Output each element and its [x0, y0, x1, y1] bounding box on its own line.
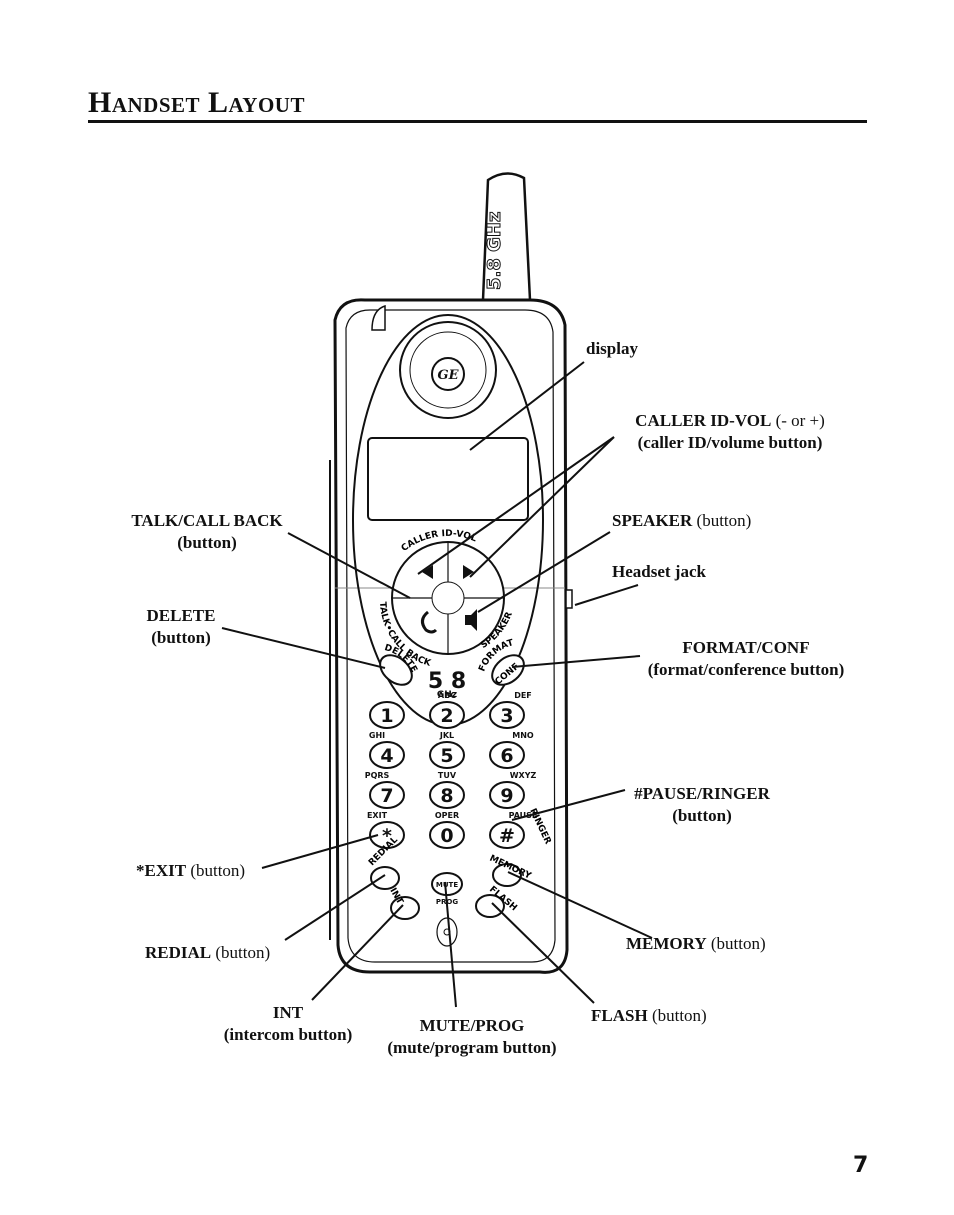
key-digit: 6 — [500, 745, 513, 767]
key-letters: PQRS — [365, 771, 390, 780]
key-letters: WXYZ — [510, 771, 537, 780]
key-star: * EXIT — [367, 811, 405, 849]
key-digit: 0 — [440, 825, 453, 847]
callout-format: FORMAT/CONF(format/conference button) — [647, 638, 845, 679]
title-rule — [88, 120, 867, 123]
key-letters: EXIT — [367, 811, 388, 820]
callout-flash: FLASH (button) — [591, 1006, 707, 1025]
key-digit: 9 — [500, 785, 513, 807]
callout-talk: TALK/CALL BACK(button) — [131, 511, 283, 552]
key-digit: 2 — [440, 705, 453, 727]
callout-delete: DELETE(button) — [146, 606, 216, 647]
key-digit: 5 — [440, 745, 453, 767]
key-letters: OPER — [435, 811, 459, 820]
key-0: 0 OPER — [429, 811, 465, 849]
key-digit: * — [382, 825, 392, 847]
band-big: 5 8 — [428, 669, 466, 694]
callout-memory: MEMORY (button) — [626, 934, 766, 953]
key-8: 8 TUV — [429, 771, 465, 809]
key-1: 1 — [369, 701, 405, 729]
key-digit: 4 — [380, 745, 393, 767]
key-2: 2 ABC — [429, 691, 465, 729]
key-letters: JKL — [439, 731, 454, 740]
ge-logo: GE — [437, 368, 459, 383]
key-5: 5 JKL — [429, 731, 465, 769]
handset-body: GE CALLER ID-VOL TALK•CALL BACK SPEAKER … — [329, 298, 573, 974]
key-letters: DEF — [514, 691, 532, 700]
key-digit: # — [499, 825, 515, 847]
callout-int: INT(intercom button) — [223, 1003, 353, 1044]
key-letters: MNO — [512, 731, 534, 740]
leader-lines — [221, 361, 653, 1008]
display-screen — [367, 437, 529, 521]
callout-caller-id: CALLER ID-VOL (- or +) (caller ID/volume… — [635, 411, 825, 452]
callout-speaker: SPEAKER (button) — [612, 511, 752, 530]
key-letters: ABC — [438, 691, 456, 700]
page-title: Handset Layout — [88, 86, 305, 119]
key-letters: PAUSE — [509, 811, 538, 820]
key-letters: TUV — [438, 771, 457, 780]
key-digit: 1 — [380, 705, 393, 727]
key-9: 9 WXYZ — [489, 771, 537, 809]
antenna: 5.8 GHz — [481, 172, 532, 302]
callout-display: display — [586, 339, 638, 358]
key-digit: 3 — [500, 705, 513, 727]
antenna-label: 5.8 GHz — [484, 212, 505, 290]
key-4: 4 GHI — [369, 731, 405, 769]
callout-pause: #PAUSE/RINGER(button) — [634, 784, 770, 825]
key-digit: 8 — [440, 785, 453, 807]
callout-exit: *EXIT (button) — [136, 861, 246, 880]
callout-mute: MUTE/PROG(mute/program button) — [387, 1016, 557, 1057]
key-7: 7 PQRS — [365, 771, 405, 809]
key-digit: 7 — [380, 785, 393, 807]
band-unit: GHz — [437, 690, 457, 700]
page-number: 7 — [853, 1153, 869, 1178]
mute-key-label: MUTE — [436, 881, 458, 889]
key-hash: # PAUSE — [489, 811, 538, 849]
callout-headset-jack: Headset jack — [612, 562, 706, 581]
key-6: 6 MNO — [489, 731, 534, 769]
callout-redial: REDIAL (button) — [145, 943, 271, 962]
key-letters: GHI — [369, 731, 385, 740]
